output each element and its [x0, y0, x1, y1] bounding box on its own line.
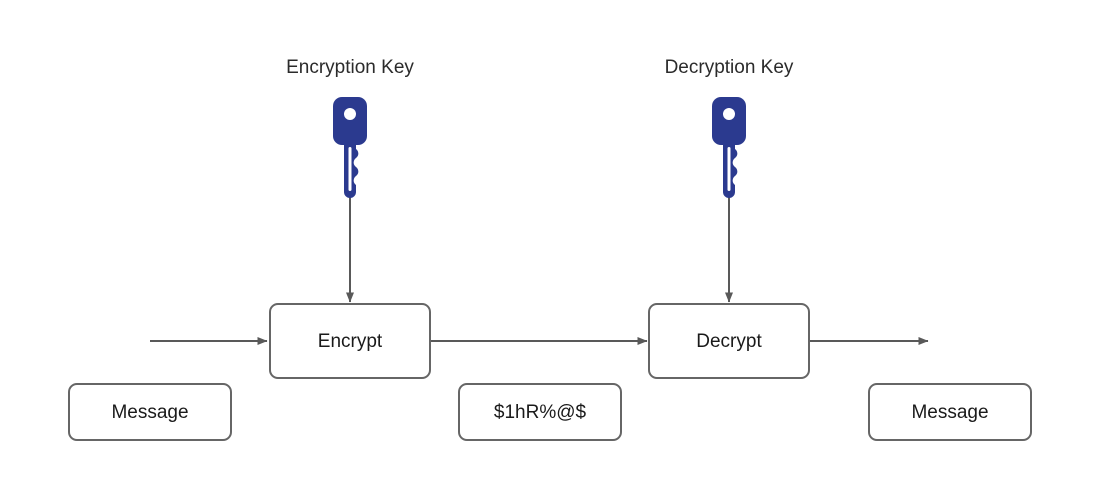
- decrypt-box-label: Decrypt: [696, 330, 762, 352]
- decrypt-box[interactable]: Decrypt: [648, 303, 810, 379]
- encryption-key-icon: [333, 97, 367, 198]
- encrypt-box[interactable]: Encrypt: [269, 303, 431, 379]
- decryption-key-icon: [712, 97, 746, 198]
- plaintext-output-label: Message: [911, 401, 989, 423]
- encryption-key-caption: Encryption Key: [286, 57, 414, 78]
- ciphertext-label: $1hR%@$: [493, 401, 587, 423]
- plaintext-output-box[interactable]: Message: [868, 383, 1032, 441]
- plaintext-input-label: Message: [111, 401, 189, 423]
- ciphertext-box[interactable]: $1hR%@$: [458, 383, 622, 441]
- encrypt-box-label: Encrypt: [317, 330, 383, 352]
- decryption-key-caption: Decryption Key: [664, 57, 794, 78]
- plaintext-input-box[interactable]: Message: [68, 383, 232, 441]
